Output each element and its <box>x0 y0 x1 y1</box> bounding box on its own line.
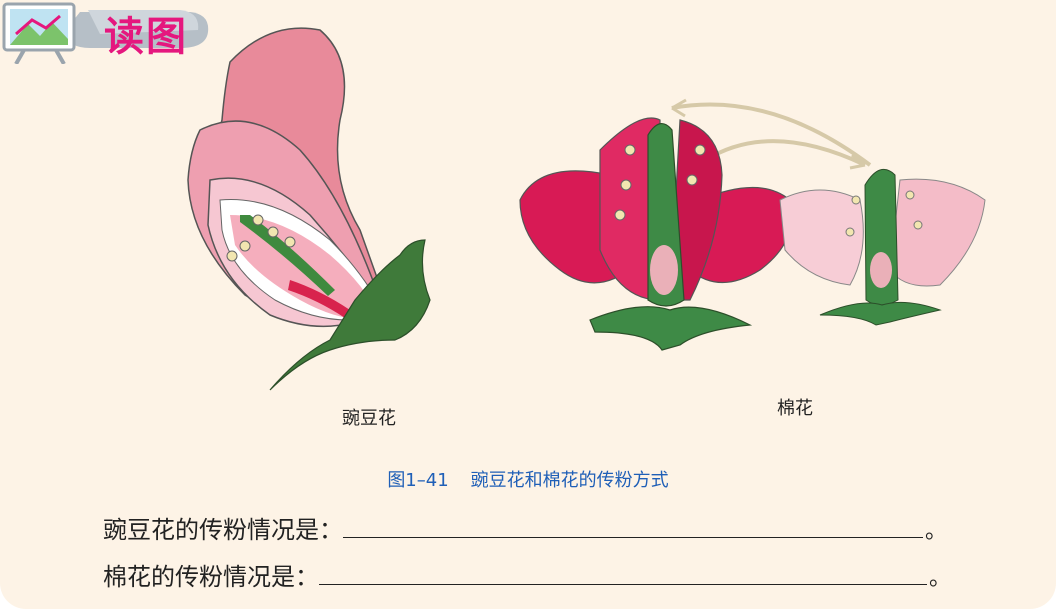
question-pea: 豌豆花的传粉情况是： 。 <box>103 510 947 545</box>
question-cotton-prompt: 棉花的传粉情况是： <box>103 563 319 591</box>
pea-flower-image <box>187 27 431 391</box>
question-pea-end: 。 <box>925 519 948 544</box>
pollination-arrows <box>671 98 872 170</box>
flower-illustration <box>187 27 986 391</box>
pea-flower-label: 豌豆花 <box>342 408 396 429</box>
cotton-flower-small-image <box>779 168 986 326</box>
easel-picture-icon <box>2 2 76 64</box>
question-pea-answer-blank[interactable] <box>343 513 923 538</box>
question-pea-prompt: 豌豆花的传粉情况是： <box>103 516 343 544</box>
cotton-flower-large-image <box>519 117 793 351</box>
figure-number: 图1–41 <box>387 470 449 491</box>
figure-caption: 图1–41 豌豆花和棉花的传粉方式 <box>0 466 1056 492</box>
question-cotton-answer-blank[interactable] <box>319 560 927 585</box>
header-tab-background <box>64 10 209 48</box>
page-title: 读图 <box>104 14 188 60</box>
question-cotton: 棉花的传粉情况是： 。 <box>103 557 951 592</box>
question-cotton-end: 。 <box>929 566 952 591</box>
cotton-flower-label: 棉花 <box>777 398 813 419</box>
figure-caption-text: 豌豆花和棉花的传粉方式 <box>470 470 669 491</box>
